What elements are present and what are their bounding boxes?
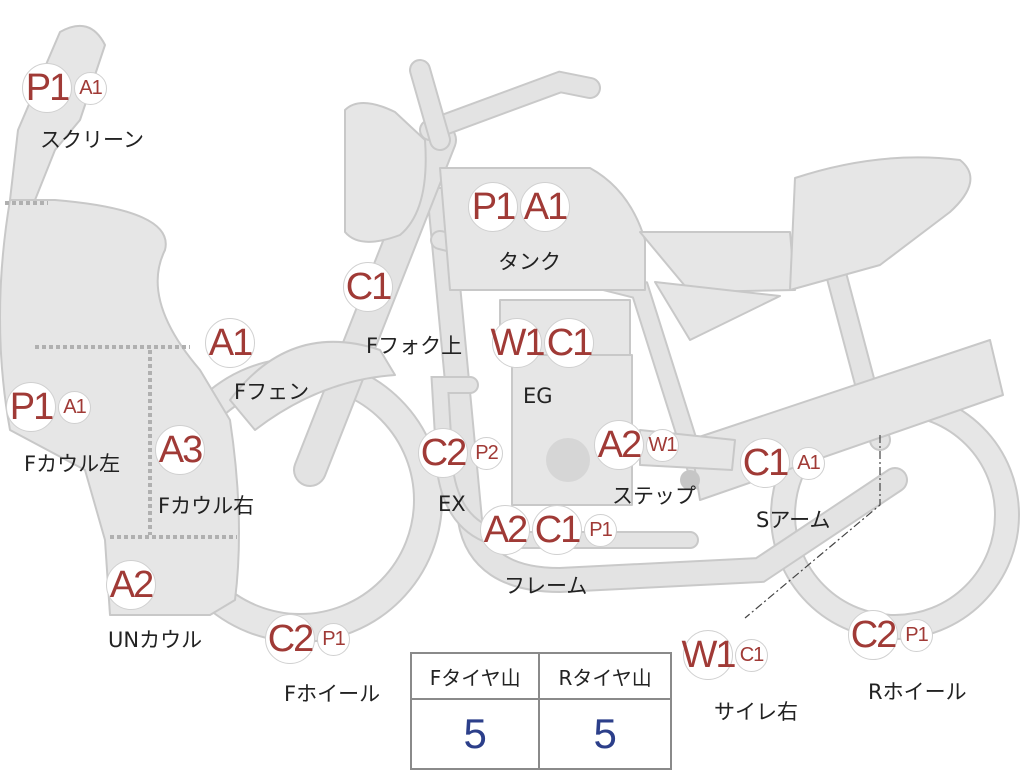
label-ffender: Fフェン — [234, 380, 310, 404]
front-tire-value[interactable]: 5 — [409, 698, 541, 770]
label-ffork-upper: Fフォク上 — [366, 334, 463, 358]
damage-code-badge: W1 — [491, 318, 546, 368]
label-silencer-right: サイレ右 — [714, 700, 798, 724]
seat-shape — [639, 231, 796, 293]
damage-code-badge: P2 — [470, 436, 503, 470]
front-fender-shape — [229, 340, 396, 431]
label-engine: EG — [523, 384, 553, 408]
damage-code-badge: A2 — [480, 505, 530, 555]
damage-code-badge: C1 — [532, 505, 582, 555]
tire-tread-table: Fタイヤ山 Rタイヤ山 5 5 — [409, 652, 672, 770]
badges-fcowl-right[interactable]: A3 — [155, 425, 205, 475]
damage-code-badge: C2 — [265, 614, 315, 664]
badges-under-cowl[interactable]: A2 — [106, 560, 156, 610]
label-swingarm: Sアーム — [756, 508, 831, 532]
handlebar — [409, 59, 601, 151]
damage-code-badge: A2 — [594, 420, 644, 470]
fairing-shape — [0, 199, 240, 616]
badges-ffork-upper[interactable]: C1 — [343, 262, 393, 312]
badges-ffender[interactable]: A1 — [205, 318, 255, 368]
label-fwheel: Fホイール — [284, 682, 381, 706]
damage-code-badge: A1 — [205, 318, 255, 368]
headlight-shape — [344, 102, 427, 243]
label-fcowl-right: Fカウル右 — [158, 494, 255, 518]
damage-code-badge: C1 — [544, 318, 594, 368]
damage-code-badge: C2 — [418, 428, 468, 478]
damage-code-badge: P1 — [468, 182, 518, 232]
front-tire-header: Fタイヤ山 — [409, 652, 541, 700]
label-tank: タンク — [498, 250, 561, 274]
damage-code-badge: W1 — [682, 630, 737, 680]
silencer-leader-line — [744, 435, 881, 619]
damage-code-badge: P1 — [317, 622, 350, 656]
engine-shape — [499, 299, 700, 506]
damage-code-badge: C2 — [848, 610, 898, 660]
damage-code-badge: A3 — [155, 425, 205, 475]
damage-code-badge: W1 — [646, 428, 679, 462]
label-under-cowl: UNカウル — [108, 628, 203, 652]
damage-code-badge: P1 — [900, 618, 933, 652]
damage-code-badge: A2 — [106, 560, 156, 610]
damage-code-badge: A1 — [74, 71, 107, 105]
damage-code-badge: A1 — [520, 182, 570, 232]
side-cover-shape — [654, 281, 781, 341]
damage-code-badge: C1 — [735, 638, 768, 672]
label-rwheel: Rホイール — [868, 680, 967, 704]
label-fcowl-left: Fカウル左 — [24, 452, 121, 476]
damage-code-badge: A1 — [792, 446, 825, 480]
rear-tire-value[interactable]: 5 — [538, 698, 672, 770]
damage-code-badge: P1 — [6, 382, 56, 432]
damage-code-badge: C1 — [343, 262, 393, 312]
label-step: ステップ — [612, 484, 696, 508]
rear-seat-shape — [789, 156, 972, 291]
label-exhaust: EX — [438, 492, 466, 516]
damage-code-badge: A1 — [58, 390, 91, 424]
label-screen: スクリーン — [40, 128, 144, 152]
damage-code-badge: C1 — [740, 438, 790, 488]
rear-tire-header: Rタイヤ山 — [538, 652, 672, 700]
damage-code-badge: P1 — [584, 513, 617, 547]
damage-code-badge: P1 — [22, 63, 72, 113]
label-frame: フレーム — [504, 574, 588, 598]
